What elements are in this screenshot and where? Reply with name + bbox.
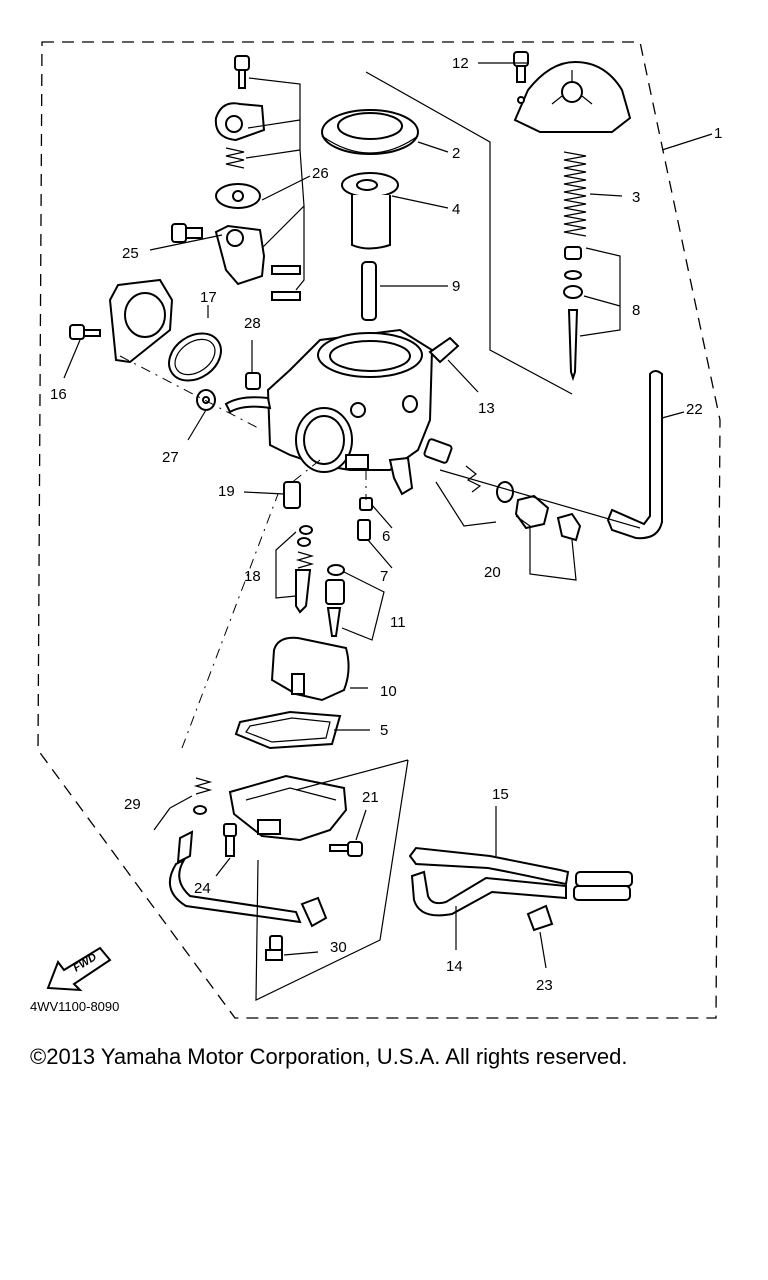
callout-24: 24 — [194, 880, 211, 897]
screw-30 — [265, 935, 283, 961]
callout-23: 23 — [536, 977, 553, 994]
callout-17: 17 — [200, 289, 217, 306]
callout-30: 30 — [330, 939, 347, 956]
leader-lines — [63, 62, 713, 1001]
needle-jet — [361, 261, 377, 321]
clip-23 — [526, 904, 554, 932]
callout-labels: 1 2 3 4 5 6 7 8 9 10 11 12 13 14 15 16 1… — [50, 55, 722, 994]
drain-hose — [168, 857, 328, 928]
callout-28: 28 — [244, 315, 261, 332]
callout-5: 5 — [380, 722, 388, 739]
callout-14: 14 — [446, 958, 463, 975]
callout-15: 15 — [492, 786, 509, 803]
callout-19: 19 — [218, 483, 235, 500]
float-bowl — [228, 774, 348, 842]
screw-21 — [329, 841, 363, 857]
needle-valve-11 — [325, 564, 345, 637]
gasket-5 — [234, 710, 342, 750]
plug-28 — [245, 340, 261, 390]
o-ring — [168, 332, 222, 382]
callout-22: 22 — [686, 401, 703, 418]
copyright-notice: ©2013 Yamaha Motor Corporation, U.S.A. A… — [30, 1044, 628, 1069]
callout-27: 27 — [162, 449, 179, 466]
diaphragm — [321, 109, 419, 155]
hose-15 — [408, 846, 633, 887]
screw-25 — [171, 223, 203, 243]
pilot-screw-group-20 — [423, 438, 582, 542]
callout-29: 29 — [124, 796, 141, 813]
throttle-stop-assembly — [214, 55, 305, 301]
callout-8: 8 — [632, 302, 640, 319]
spring — [563, 151, 587, 237]
callout-4: 4 — [452, 201, 460, 218]
callout-11: 11 — [390, 614, 406, 631]
jet-19 — [283, 481, 301, 509]
needle-valve-18 — [295, 525, 315, 614]
callout-26: 26 — [312, 165, 329, 182]
callout-18: 18 — [244, 568, 261, 585]
float-10 — [270, 636, 350, 702]
flow-lines — [119, 355, 367, 749]
needle-set — [563, 246, 583, 382]
drawing-code: 4WV1100-8090 — [30, 999, 119, 1014]
callout-9: 9 — [452, 278, 460, 295]
carburetor-body — [224, 328, 434, 496]
callout-6: 6 — [382, 528, 390, 545]
drain-29 — [176, 777, 213, 864]
forward-arrow-icon: FWD — [46, 946, 112, 992]
carburetor-exploded-diagram: FWD 1 2 3 4 5 6 7 8 9 10 11 12 13 14 15 … — [30, 41, 722, 1019]
callout-12: 12 — [452, 55, 469, 72]
top-cover — [513, 60, 632, 133]
callout-25: 25 — [122, 245, 139, 262]
screw-24 — [223, 823, 237, 857]
hose-14 — [410, 870, 631, 917]
callout-20: 20 — [484, 564, 501, 581]
nut-27 — [196, 389, 216, 411]
jet-7 — [357, 519, 371, 541]
fitting-13 — [428, 336, 460, 364]
callout-16: 16 — [50, 386, 67, 403]
assembly-boundary — [37, 41, 721, 1019]
piston-valve — [341, 172, 399, 250]
callout-10: 10 — [380, 683, 397, 700]
callout-7: 7 — [380, 568, 388, 585]
callout-3: 3 — [632, 189, 640, 206]
callout-1: 1 — [714, 125, 722, 142]
callout-21: 21 — [362, 789, 379, 806]
callout-2: 2 — [452, 145, 460, 162]
hose-22 — [606, 370, 663, 540]
screw-16 — [69, 324, 101, 340]
callout-13: 13 — [478, 400, 495, 417]
mounting-plate — [108, 278, 174, 364]
